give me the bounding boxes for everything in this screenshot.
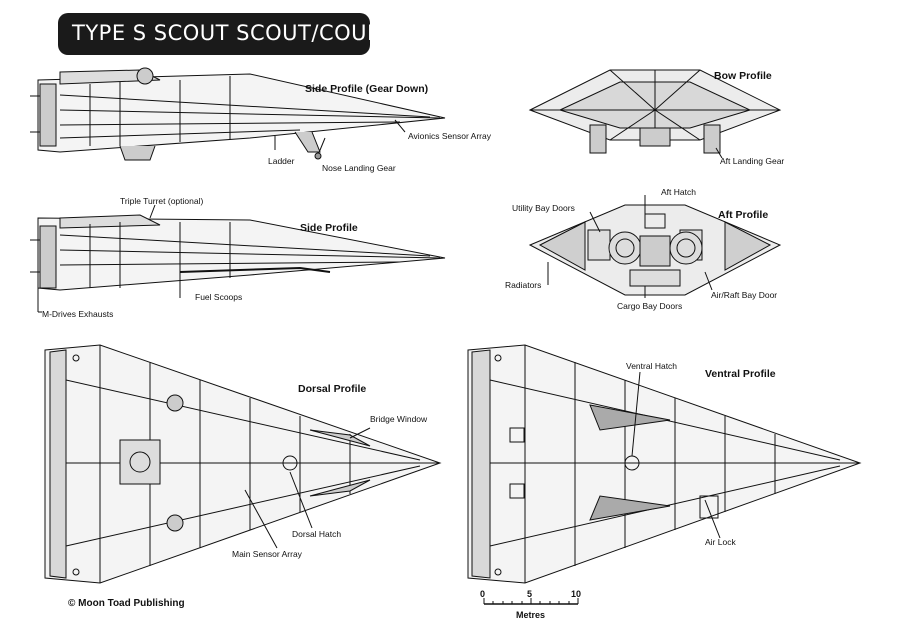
- dorsal-profile-drawing: [44, 344, 442, 584]
- ventral-heading: Ventral Profile: [705, 368, 776, 380]
- scale-bar: [483, 598, 579, 605]
- dorsal-heading: Dorsal Profile: [298, 383, 367, 395]
- callout-ladder: Ladder: [268, 156, 295, 166]
- callout-main-sensor: Main Sensor Array: [232, 549, 302, 559]
- side-gear-heading: Side Profile (Gear Down): [305, 83, 429, 95]
- title-banner: TYPE S SCOUT SCOUT/COURIER: [58, 13, 417, 55]
- side-profile-gear-down-drawing: [30, 67, 446, 161]
- scale-tick-5: 5: [527, 589, 533, 599]
- callout-air-lock: Air Lock: [705, 537, 736, 547]
- callout-utility-bay: Utility Bay Doors: [512, 203, 575, 213]
- callout-ventral-hatch: Ventral Hatch: [626, 361, 678, 371]
- callout-bridge-window: Bridge Window: [370, 414, 428, 424]
- aft-heading: Aft Profile: [718, 209, 769, 221]
- ventral-profile-drawing: [467, 344, 862, 584]
- callout-m-drives: M-Drives Exhausts: [42, 309, 114, 319]
- callout-air-raft: Air/Raft Bay Door: [711, 290, 778, 300]
- page-title: TYPE S SCOUT SCOUT/COURIER: [72, 21, 418, 45]
- callout-aft-gear: Aft Landing Gear: [720, 156, 785, 166]
- callout-turret: Triple Turret (optional): [120, 196, 204, 206]
- copyright: © Moon Toad Publishing: [68, 598, 185, 609]
- callout-avionics: Avionics Sensor Array: [408, 131, 491, 141]
- scale-tick-10: 10: [571, 589, 582, 599]
- bow-heading: Bow Profile: [714, 70, 772, 82]
- callout-dorsal-hatch: Dorsal Hatch: [292, 529, 342, 539]
- callout-aft-hatch: Aft Hatch: [661, 187, 696, 197]
- aft-profile-drawing: [528, 195, 782, 298]
- scale-unit: Metres: [516, 610, 546, 620]
- bow-profile-drawing: [528, 69, 782, 159]
- callout-cargo-bay: Cargo Bay Doors: [617, 301, 683, 311]
- scale-tick-0: 0: [480, 589, 486, 599]
- callout-fuel-scoops: Fuel Scoops: [195, 292, 243, 302]
- callout-radiators: Radiators: [505, 280, 542, 290]
- side-profile-drawing: [30, 204, 446, 313]
- side-heading: Side Profile: [300, 222, 358, 234]
- callout-nose-gear: Nose Landing Gear: [322, 163, 396, 173]
